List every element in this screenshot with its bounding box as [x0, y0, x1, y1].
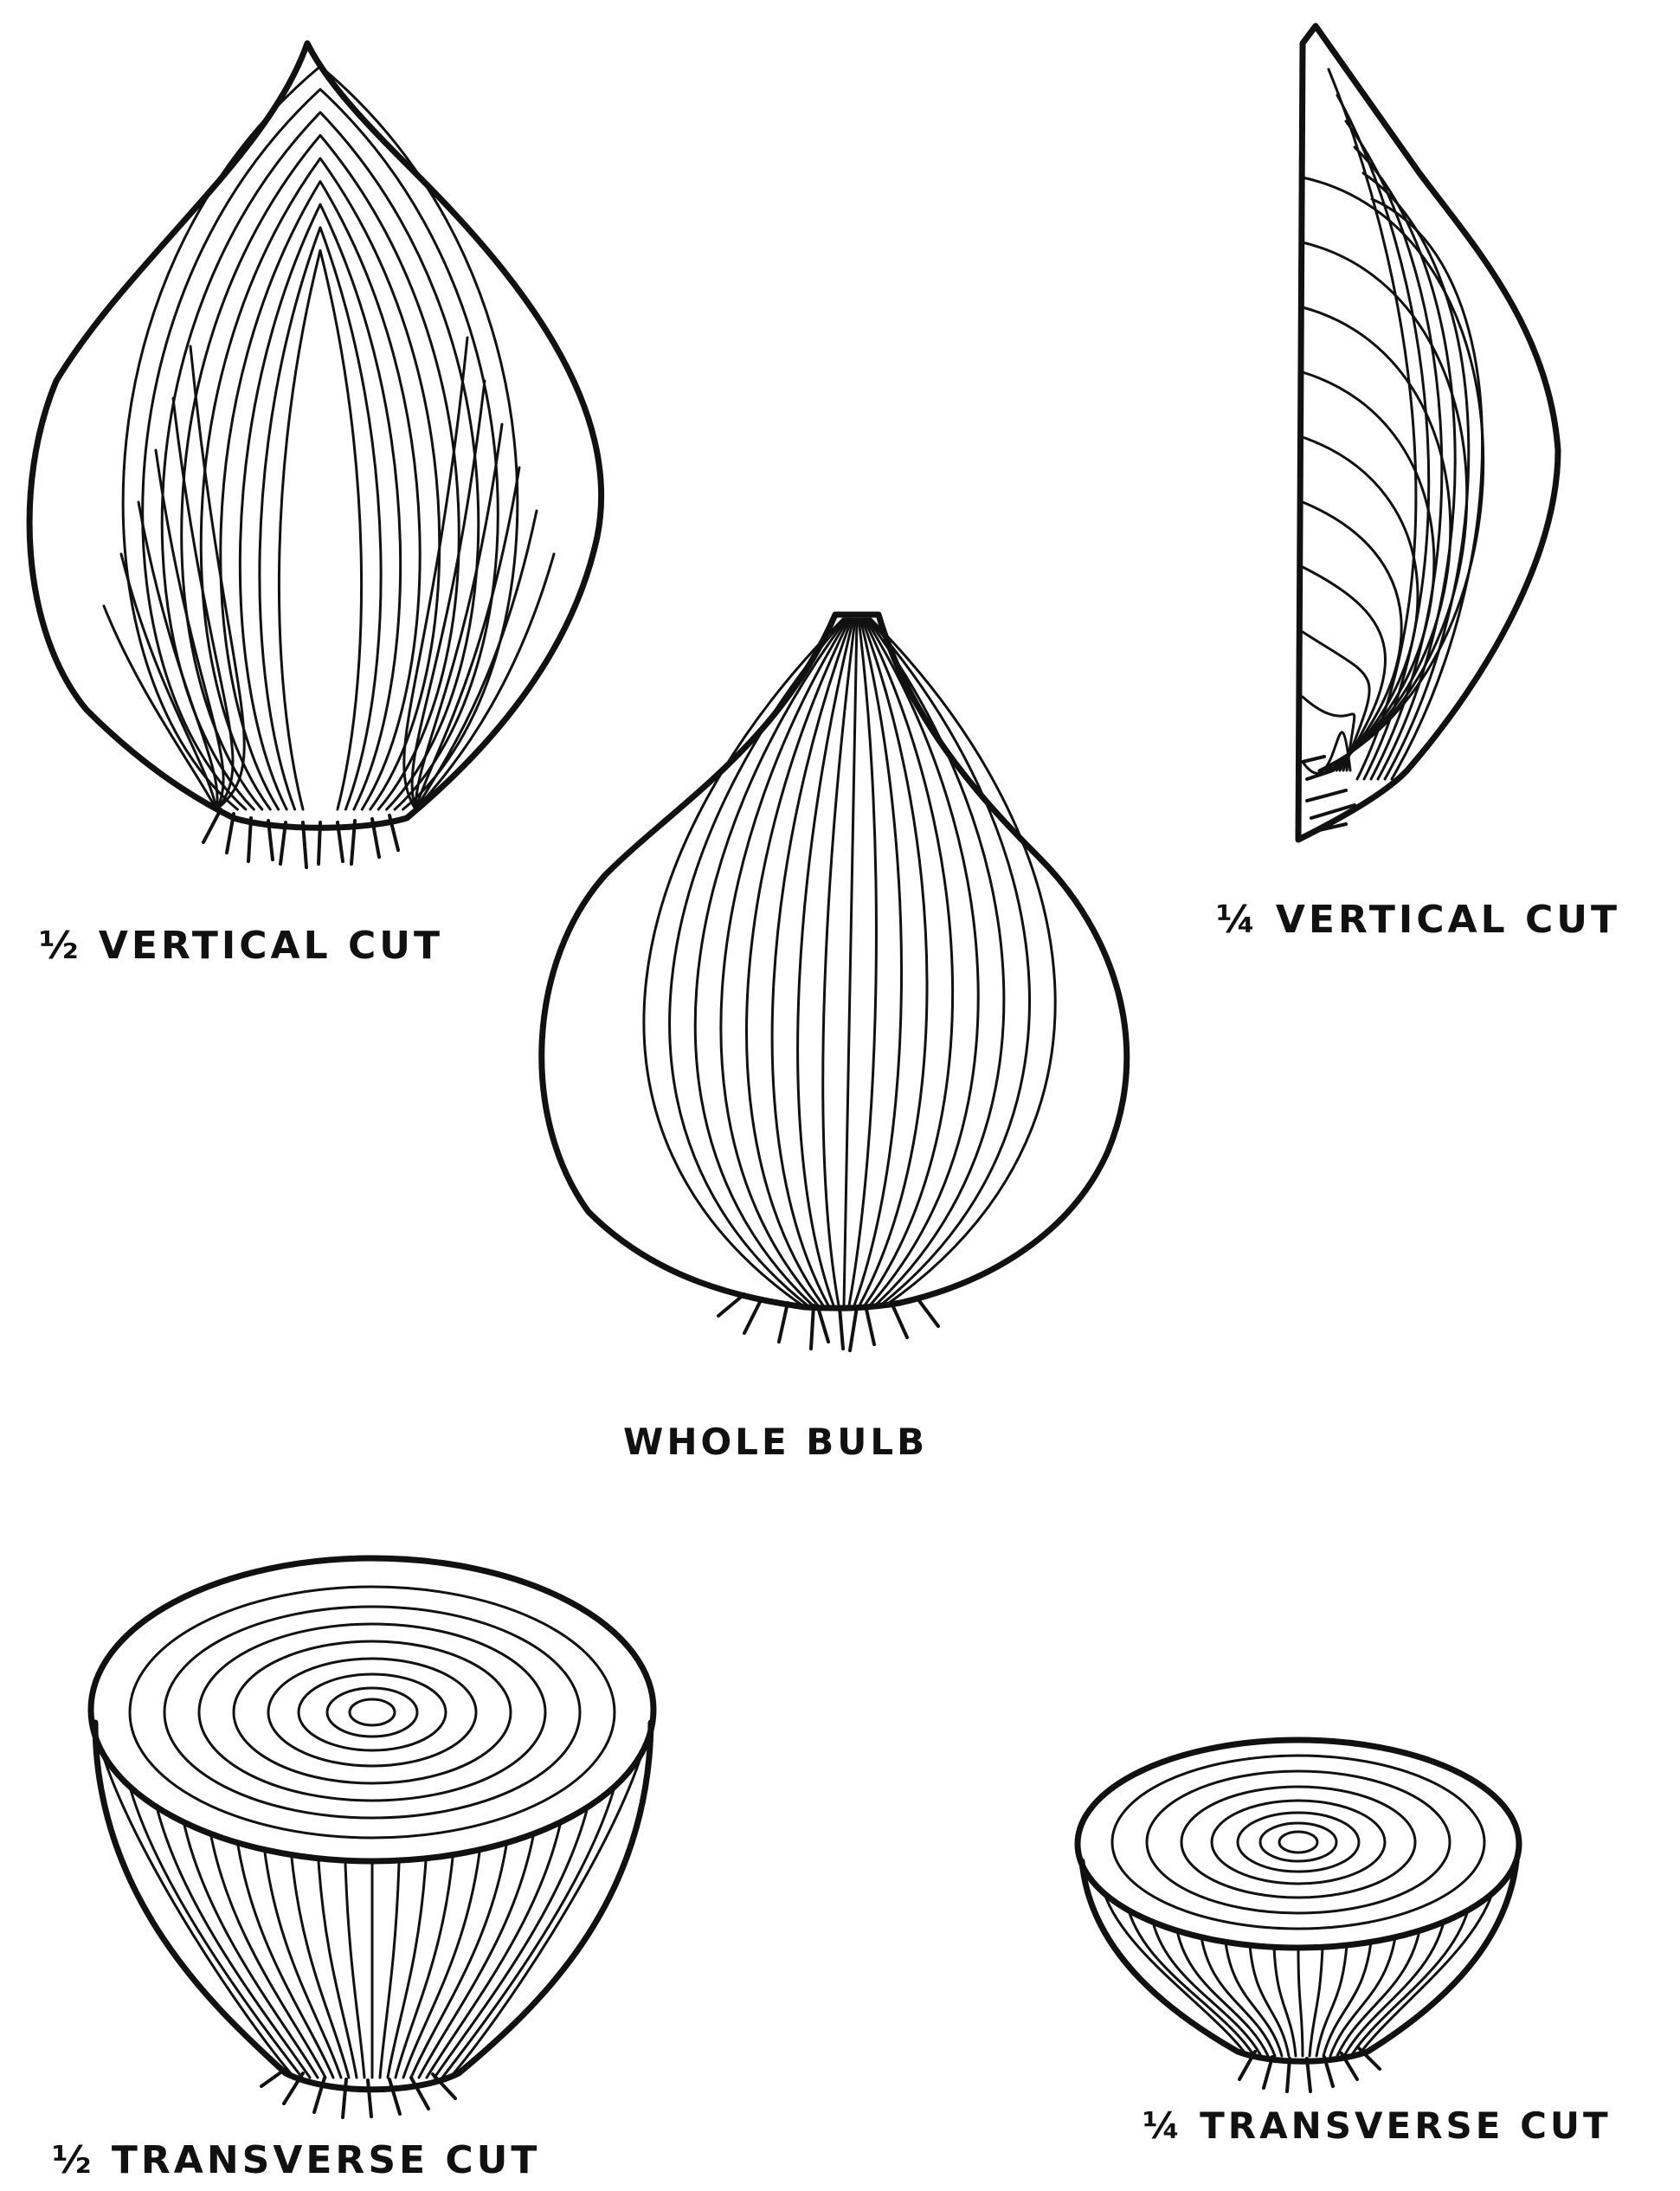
vein-line: [1177, 1930, 1268, 2056]
vein-line: [319, 1861, 357, 2078]
vein-line: [380, 1863, 399, 2078]
vein-line: [849, 619, 876, 1305]
ring-line: [299, 1674, 446, 1750]
layer-line: [201, 158, 439, 809]
half-transverse-cut-drawing: [91, 1558, 653, 2117]
vein-line: [1358, 1893, 1492, 2056]
ring-line: [1238, 1813, 1359, 1872]
ring-line: [234, 1641, 511, 1783]
layer-line: [104, 606, 216, 809]
layer-line: [221, 182, 420, 809]
label-quarter-vertical-cut: ¼ VERTICAL CUT: [1216, 898, 1620, 942]
ring-line: [327, 1688, 417, 1737]
layer-line: [279, 250, 361, 809]
layer-line: [123, 67, 518, 809]
vein-line: [345, 1863, 364, 2078]
vein-line: [1298, 1948, 1303, 2056]
layer-line: [1303, 567, 1386, 770]
ring-line: [350, 1699, 395, 1725]
ring-line: [1112, 1756, 1484, 1929]
roots: [203, 809, 398, 867]
ring-line: [1181, 1787, 1415, 1898]
vein-line: [747, 619, 850, 1305]
whole-bulb-drawing: [542, 615, 1127, 1350]
layer-line: [240, 204, 400, 809]
quarter-vertical-cut-drawing: [1298, 26, 1558, 840]
ring-line: [1279, 1832, 1317, 1853]
vein-line: [1104, 1893, 1247, 2056]
half-vertical-cut-drawing: [29, 43, 602, 867]
label-whole-bulb: WHOLE BULB: [623, 1421, 928, 1463]
ring-line: [164, 1607, 580, 1818]
layer-line: [1303, 632, 1369, 770]
quarter-transverse-cut-drawing: [1078, 1740, 1519, 2091]
vein-line: [388, 1861, 426, 2078]
vein-line: [772, 619, 852, 1305]
vein-line: [844, 619, 857, 1305]
ring-line: [1260, 1823, 1336, 1861]
label-half-vertical-cut: ½ VERTICAL CUT: [39, 924, 443, 968]
ring-line: [199, 1624, 545, 1801]
layer-line: [143, 89, 499, 809]
label-quarter-transverse-cut: ¼ TRANSVERSE CUT: [1143, 2104, 1612, 2147]
label-half-transverse-cut: ½ TRANSVERSE CUT: [52, 2138, 540, 2182]
ring-line: [1147, 1771, 1450, 1913]
vein-line: [721, 619, 848, 1305]
